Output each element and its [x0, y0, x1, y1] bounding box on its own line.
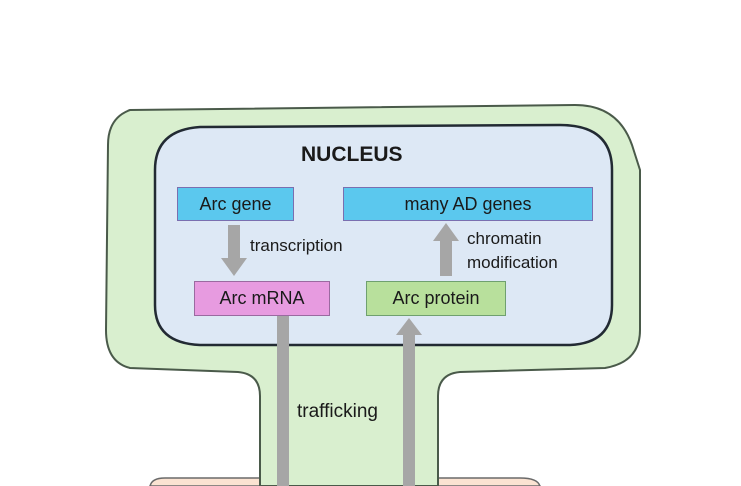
chromatin-modification-arrow	[433, 223, 459, 276]
nucleus-title: NUCLEUS	[301, 143, 403, 166]
arc-gene-box: Arc gene	[177, 187, 294, 221]
protein-trafficking-arrow	[396, 318, 422, 486]
trafficking-label: trafficking	[297, 401, 378, 422]
arc-mrna-box: Arc mRNA	[194, 281, 330, 316]
modification-label: modification	[467, 253, 558, 272]
arc-protein-box: Arc protein	[366, 281, 506, 316]
many-ad-genes-box: many AD genes	[343, 187, 593, 221]
mrna-trafficking-arrow	[277, 316, 289, 486]
chromatin-label: chromatin	[467, 229, 542, 248]
transcription-arrow	[221, 225, 247, 276]
transcription-label: transcription	[250, 236, 343, 255]
